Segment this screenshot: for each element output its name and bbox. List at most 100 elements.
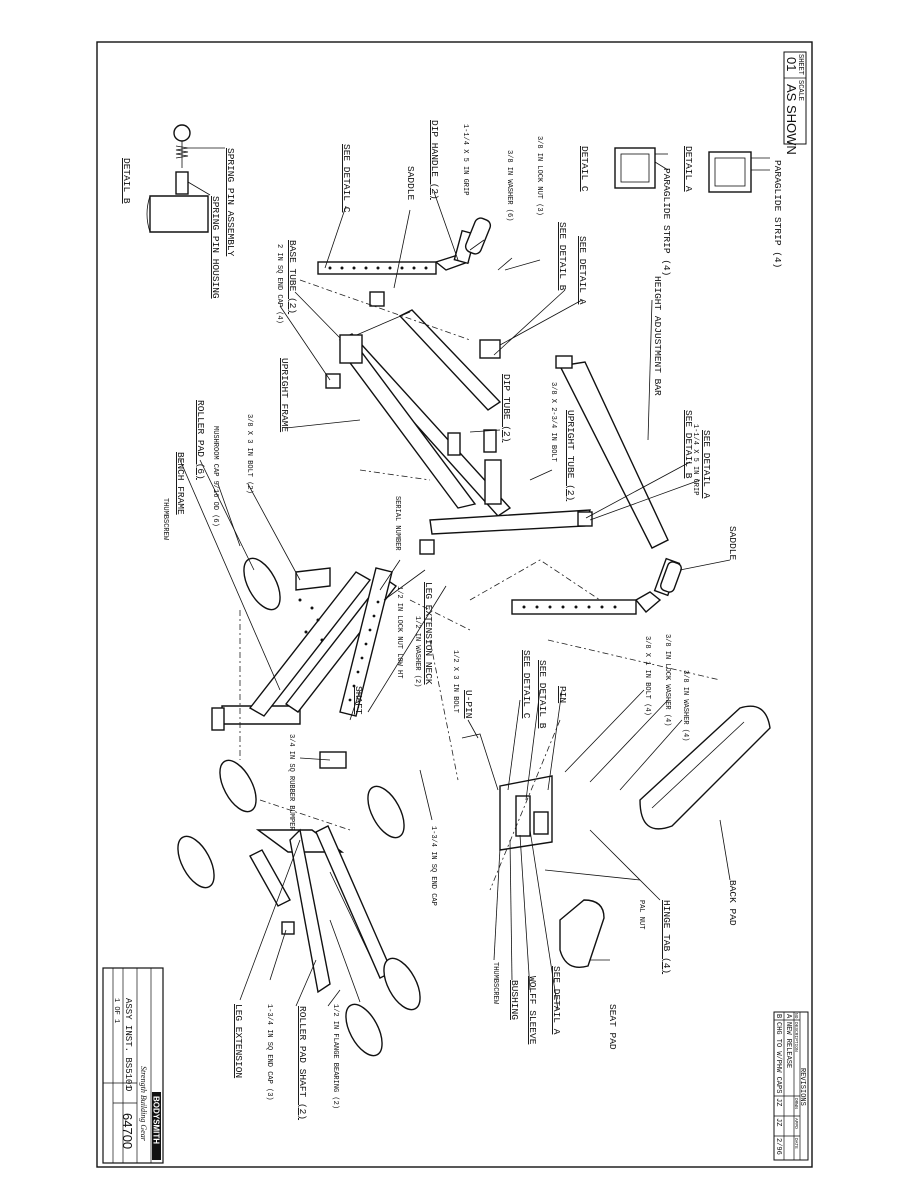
label-dip-handle: DIP HANDLE (2) <box>429 120 440 200</box>
label-see-detail-a-2: SEE DETAIL A <box>701 430 712 499</box>
label-shaft: SHAFT <box>353 686 364 715</box>
company-logo: BODYSMITH <box>152 1096 161 1144</box>
label-grip-2: 1-1/4 X 5 IN GRIP <box>691 424 699 495</box>
label-see-detail-a: SEE DETAIL A <box>577 236 588 305</box>
label-pin: PIN <box>557 686 568 703</box>
label-thumbscrew-2: THUMBSCREW <box>491 962 499 1005</box>
revision-no: A <box>784 1014 792 1019</box>
label-back-pad: BACK PAD <box>727 880 738 926</box>
label-washer-3-8-4: 3/8 IN WASHER (4) <box>681 670 689 741</box>
label-mushroom-cap: MUSHROOM CAP 9/16 OD (6) <box>211 426 219 527</box>
label-bolt-3-8-3: 3/8 X 3 IN BOLT (2) <box>245 414 253 494</box>
sheet-value: 01 <box>784 57 799 71</box>
roller-pad <box>345 1003 383 1057</box>
scale-label: SHEET <box>796 54 804 75</box>
label-bolt-half-3: 1/2 X 3 IN BOLT <box>451 650 459 713</box>
detail-b-figure <box>146 124 225 233</box>
drawing-sheet: 1 OF 1 <box>112 998 120 1023</box>
label-saddle-2: SADDLE <box>727 526 738 561</box>
revision-no: B <box>774 1014 782 1018</box>
detail-c-figure <box>614 147 668 189</box>
label-lock-nut: 3/8 IN LOCK NUT (3) <box>535 136 543 216</box>
roller-pad <box>243 557 281 611</box>
saddle-grip <box>660 561 682 593</box>
label-detail-b: DETAIL B <box>121 158 132 204</box>
label-upright-tube: UPRIGHT TUBE (2) <box>565 410 576 501</box>
revisions-header: APPD <box>793 1118 799 1129</box>
label-base-tube: BASE TUBE (2) <box>287 240 298 314</box>
label-washer: 3/8 IN WASHER (6) <box>505 150 513 221</box>
revisions-header: NO <box>793 1013 799 1019</box>
label-bolt-3-8-2-3-4: 3/8 X 2-3/4 IN BOLT <box>549 382 557 462</box>
base-tube-right <box>511 557 681 615</box>
label-see-detail-b-3: SEE DETAIL B <box>537 660 548 729</box>
part-labels: PARAGLIDE STRIP (4) DETAIL A PARAGLIDE S… <box>121 120 783 1120</box>
roller-pad <box>219 759 257 813</box>
label-end-cap-2in: 2 IN SQ END CAP (4) <box>275 244 283 324</box>
label-u-pin: U-PIN <box>463 690 474 719</box>
hinge-assembly <box>461 733 553 851</box>
revisions-header: DRWN <box>793 1098 799 1109</box>
label-detail-c: DETAIL C <box>579 146 590 192</box>
drawing-size: D <box>123 1086 133 1091</box>
scale-value: AS SHOWN <box>784 84 799 155</box>
label-wolff-sleeve: WOLFF SLEEVE <box>527 976 538 1045</box>
revisions-header: DESCRIPTION <box>793 1022 799 1052</box>
upright-frame <box>325 291 593 555</box>
revision-appd: JZ <box>774 1118 782 1126</box>
label-pal-nut: PAL NUT <box>637 900 645 929</box>
drawing-border <box>96 41 813 1168</box>
label-washer-half: 1/2 IN WASHER (2) <box>413 616 421 687</box>
label-bushing: BUSHING <box>509 980 520 1020</box>
label-end-cap-1-3-4-b: 1-3/4 IN SQ END CAP (3) <box>265 1004 273 1101</box>
label-paraglide-strip-c: PARAGLIDE STRIP (4) <box>661 168 672 276</box>
label-leg-extension: LEG EXTENSION <box>233 1004 244 1078</box>
label-leg-extension-neck: LEG EXTENSION NECK <box>423 582 434 685</box>
label-roller-pad: ROLLER PAD (6) <box>195 400 206 480</box>
label-dip-tube: DIP TUBE (2) <box>501 374 512 442</box>
title-block: BODYSMITH Strength Building Gear ASSY IN… <box>102 967 164 1164</box>
roller-pad <box>367 785 405 839</box>
base-tube-left <box>317 229 477 275</box>
roller-pad <box>383 957 421 1011</box>
detail-a-figure <box>708 151 770 193</box>
bench-frame <box>211 567 398 731</box>
revision-desc: NEW RELEASE <box>784 1022 792 1068</box>
label-lock-nut-half: 1/2 IN LOCK NUT LOW HT <box>395 586 403 678</box>
label-serial-number: SERIAL NUMBER <box>393 496 401 551</box>
back-pad <box>639 705 771 830</box>
label-see-detail-c: SEE DETAIL C <box>341 144 352 213</box>
scale-label: SCALE <box>796 80 804 101</box>
label-spring-pin-housing: SPRING PIN HOUSING <box>210 196 221 299</box>
label-see-detail-a-3: SEE DETAIL A <box>551 966 562 1035</box>
label-see-detail-c-2: SEE DETAIL C <box>521 650 532 719</box>
company-tagline: Strength Building Gear <box>139 1066 148 1142</box>
label-rubber-bumper: 3/4 IN SQ RUBBER BUMPER <box>287 734 295 831</box>
label-thumbscrew: THUMBSCREW <box>161 498 169 541</box>
label-see-detail-b-2: SEE DETAIL B <box>683 410 694 479</box>
label-bench-frame: BENCH FRAME <box>175 452 186 515</box>
revisions-title: REVISIONS <box>798 1068 806 1106</box>
revision-date: 2/96 <box>774 1138 782 1155</box>
drawing-number: 64700 <box>120 1113 135 1149</box>
revisions-table: REVISIONS NO DESCRIPTION DRWN APPD DATE … <box>773 1011 809 1161</box>
roller-pad <box>177 835 215 889</box>
label-grip: 1-1/4 X 5 IN GRIP <box>461 124 469 195</box>
label-bolt-3-8-1: 3/8 X 1 IN BOLT (4) <box>643 636 651 716</box>
revisions-header: DATE <box>793 1138 799 1149</box>
label-seat-pad: SEAT PAD <box>607 1004 618 1050</box>
revision-desc: CHG TO W/PHW CAPS <box>774 1022 782 1093</box>
leader-lines <box>179 161 770 1011</box>
drawing-title: ASSY INST. BS5101 <box>123 998 133 1090</box>
label-lock-washer: 3/8 IN LOCK WASHER (4) <box>663 634 671 726</box>
label-see-detail-b: SEE DETAIL B <box>557 222 568 291</box>
seat-pad <box>559 899 605 968</box>
label-paraglide-strip: PARAGLIDE STRIP (4) <box>772 160 783 268</box>
label-end-cap-1-3-4-a: 1-3/4 IN SQ END CAP <box>429 826 437 906</box>
label-upright-frame: UPRIGHT FRAME <box>279 358 290 432</box>
label-height-adjustment-bar: HEIGHT ADJUSTMENT BAR <box>652 276 663 396</box>
assembly-center-lines <box>239 279 721 891</box>
label-roller-pad-shaft: ROLLER PAD SHAFT (2) <box>297 1006 308 1120</box>
dip-handle-grip <box>464 217 492 255</box>
